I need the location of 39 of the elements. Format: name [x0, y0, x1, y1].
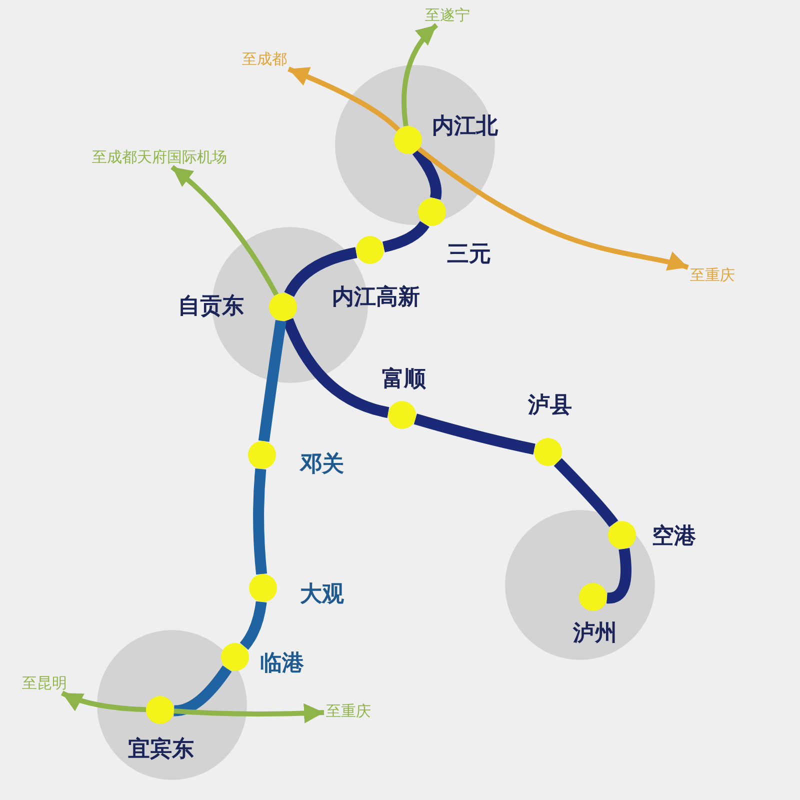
destination-label: 至重庆: [690, 268, 735, 283]
arrow: [174, 703, 324, 724]
destination-label: 至重庆: [326, 704, 371, 719]
destination-label: 至遂宁: [425, 8, 470, 23]
destination-label: 至成都天府国际机场: [92, 150, 227, 165]
arrow: [417, 146, 689, 272]
rail-line: [253, 468, 268, 575]
destination-label: 至昆明: [22, 676, 67, 691]
station-dot: [534, 438, 562, 466]
rail-line: [174, 665, 232, 716]
station-label: 内江北: [432, 115, 498, 137]
station-label: 宜宾东: [128, 738, 194, 760]
arrow: [61, 690, 146, 712]
station-label: 邓关: [300, 453, 344, 475]
arrow: [402, 23, 438, 126]
station-label: 内江高新: [332, 286, 420, 308]
destination-label: 至成都: [242, 52, 287, 67]
arrow: [288, 66, 400, 132]
rail-line: [258, 320, 286, 442]
rail-line: [414, 414, 536, 455]
station-label: 临港: [260, 652, 304, 674]
station-dot: [249, 574, 277, 602]
station-label: 富顺: [382, 368, 426, 390]
station-dot: [221, 643, 249, 671]
arrow: [170, 165, 279, 296]
station-dot: [388, 401, 416, 429]
station-label: 自贡东: [178, 295, 244, 317]
rail-line: [554, 458, 618, 528]
station-label: 三元: [447, 243, 491, 265]
station-dot: [248, 441, 276, 469]
rail-line: [382, 220, 430, 252]
rail-line: [282, 318, 390, 418]
station-label: 泸州: [573, 622, 617, 644]
station-label: 空港: [652, 525, 696, 547]
station-label: 大观: [300, 583, 344, 605]
station-label: 泸县: [528, 394, 572, 416]
station-dot: [356, 236, 384, 264]
rail-line: [240, 601, 267, 650]
rail-line: [284, 247, 358, 298]
